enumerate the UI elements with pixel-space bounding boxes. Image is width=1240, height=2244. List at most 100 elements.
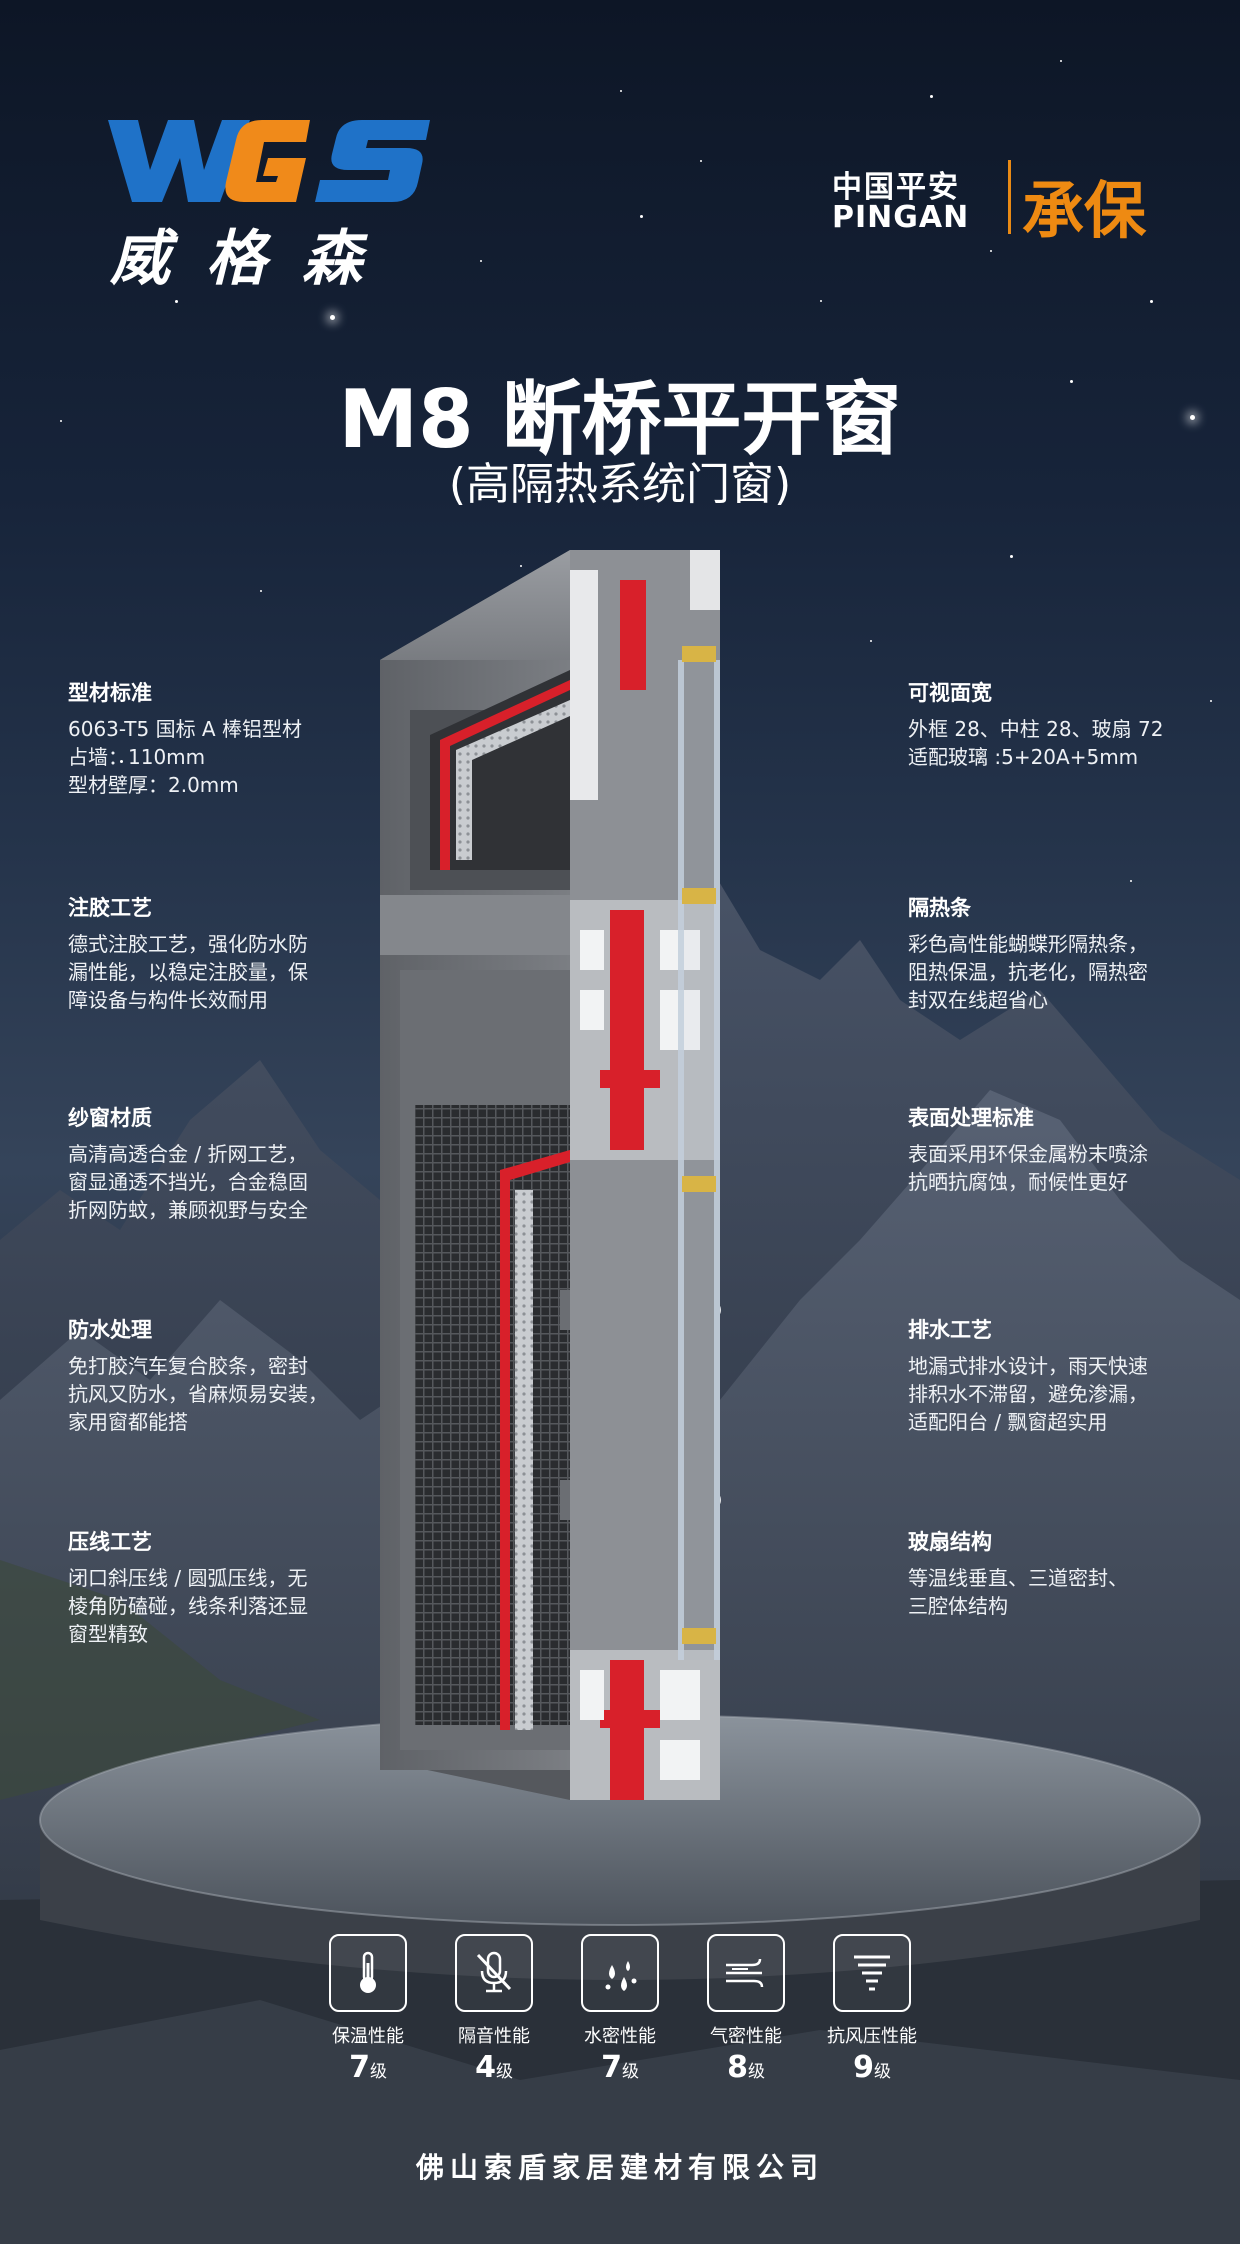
rating-unit: 级 bbox=[621, 2062, 639, 2082]
partner-name-cn: 中国平安 bbox=[832, 170, 960, 205]
rating-watertightness: 水密性能 7级 bbox=[560, 1934, 680, 2085]
feature-line: 表面采用环保金属粉末喷涂 bbox=[908, 1142, 1148, 1166]
star bbox=[760, 420, 762, 422]
feature-glue-injection: 注胶工艺 德式注胶工艺，强化防水防 漏性能，以稳定注胶量，保 障设备与构件长效耐… bbox=[68, 892, 368, 1014]
window-cross-section-illustration bbox=[380, 550, 721, 1800]
feature-heading: 排水工艺 bbox=[908, 1318, 992, 1342]
feature-line: 型材壁厚：2.0mm bbox=[68, 773, 239, 797]
partner-name-en: PINGAN bbox=[832, 200, 970, 235]
feature-heading: 防水处理 bbox=[68, 1318, 152, 1342]
feature-line: 地漏式排水设计，雨天快速 bbox=[908, 1354, 1148, 1378]
star bbox=[330, 315, 335, 320]
star bbox=[1010, 555, 1013, 558]
feature-line: 三腔体结构 bbox=[908, 1594, 1008, 1618]
rating-sound-insulation: 隔音性能 4级 bbox=[434, 1934, 554, 2085]
rating-label: 抗风压性能 bbox=[827, 2026, 917, 2047]
rating-airtightness: 气密性能 8级 bbox=[686, 1934, 806, 2085]
rating-label: 水密性能 bbox=[584, 2026, 656, 2047]
rating-unit: 级 bbox=[873, 2062, 891, 2082]
feature-line: 6063-T5 国标 A 棒铝型材 bbox=[68, 717, 302, 741]
feature-line: 德式注胶工艺，强化防水防 bbox=[68, 932, 308, 956]
star bbox=[1070, 380, 1073, 383]
feature-line: 适配阳台 / 飘窗超实用 bbox=[908, 1410, 1108, 1434]
feature-heading: 隔热条 bbox=[908, 896, 971, 920]
star bbox=[620, 90, 622, 92]
star bbox=[930, 95, 933, 98]
rating-level: 7 bbox=[349, 2050, 370, 2085]
rating-wind-pressure: 抗风压性能 9级 bbox=[812, 1934, 932, 2085]
star bbox=[990, 250, 992, 252]
star bbox=[820, 300, 822, 302]
feature-line: 漏性能，以稳定注胶量，保 bbox=[68, 960, 308, 984]
rating-unit: 级 bbox=[747, 2062, 765, 2082]
rating-level: 9 bbox=[853, 2050, 874, 2085]
star bbox=[1060, 60, 1062, 62]
brand-name-cn: 威格森 bbox=[110, 224, 398, 294]
wgs-brand-logo: 威格森 bbox=[100, 110, 440, 294]
feature-surface-treatment: 表面处理标准 表面采用环保金属粉末喷涂 抗晒抗腐蚀，耐候性更好 bbox=[908, 1102, 1208, 1196]
rating-unit: 级 bbox=[369, 2062, 387, 2082]
rating-level: 4 bbox=[475, 2050, 496, 2085]
partner-tag: 承保 bbox=[1022, 174, 1147, 247]
feature-line: 阻热保温，抗老化，隔热密 bbox=[908, 960, 1148, 984]
feature-line: 排积水不滞留，避免渗漏， bbox=[908, 1382, 1148, 1406]
page-title: M8 断桥平开窗 bbox=[338, 373, 902, 466]
water-drops-icon bbox=[581, 1934, 659, 2012]
feature-profile-standard: 型材标准 6063-T5 国标 A 棒铝型材 占墙：110mm 型材壁厚：2.0… bbox=[68, 677, 368, 799]
company-name: 佛山索盾家居建材有限公司 bbox=[415, 2151, 824, 2184]
feature-heading: 压线工艺 bbox=[68, 1530, 152, 1554]
feature-bead-process: 压线工艺 闭口斜压线 / 圆弧压线，无 棱角防磕碰，线条利落还显 窗型精致 bbox=[68, 1526, 368, 1648]
feature-waterproofing: 防水处理 免打胶汽车复合胶条，密封 抗风又防水，省麻烦易安装， 家用窗都能搭 bbox=[68, 1314, 368, 1436]
mute-microphone-icon bbox=[455, 1934, 533, 2012]
feature-line: 抗风又防水，省麻烦易安装， bbox=[68, 1382, 328, 1406]
tornado-icon bbox=[833, 1934, 911, 2012]
feature-drainage: 排水工艺 地漏式排水设计，雨天快速 排积水不滞留，避免渗漏， 适配阳台 / 飘窗… bbox=[908, 1314, 1208, 1436]
feature-heading: 型材标准 bbox=[68, 681, 152, 705]
feature-line: 等温线垂直、三道密封、 bbox=[908, 1566, 1128, 1590]
star bbox=[1210, 700, 1212, 702]
feature-sash-structure: 玻扇结构 等温线垂直、三道密封、 三腔体结构 bbox=[908, 1526, 1208, 1620]
feature-line: 占墙：110mm bbox=[68, 745, 206, 769]
star bbox=[120, 760, 123, 763]
star bbox=[700, 160, 702, 162]
feature-line: 闭口斜压线 / 圆弧压线，无 bbox=[68, 1566, 308, 1590]
partner-pingan-logo: 中国平安 PINGAN 承保 bbox=[832, 158, 1162, 247]
feature-line: 彩色高性能蝴蝶形隔热条， bbox=[908, 932, 1148, 956]
star bbox=[60, 420, 62, 422]
feature-heading: 表面处理标准 bbox=[908, 1106, 1034, 1130]
star bbox=[175, 300, 178, 303]
star bbox=[260, 590, 262, 592]
feature-line: 障设备与构件长效耐用 bbox=[68, 988, 268, 1012]
rating-label: 气密性能 bbox=[710, 2026, 782, 2047]
feature-thermal-strip: 隔热条 彩色高性能蝴蝶形隔热条， 阻热保温，抗老化，隔热密 封双在线超省心 bbox=[908, 892, 1208, 1014]
feature-visible-width: 可视面宽 外框 28、中柱 28、玻扇 72 适配玻璃 :5+20A+5mm bbox=[908, 677, 1208, 771]
star bbox=[870, 640, 872, 642]
wind-icon bbox=[707, 1934, 785, 2012]
star bbox=[160, 980, 162, 982]
feature-line: 封双在线超省心 bbox=[908, 988, 1048, 1012]
feature-heading: 可视面宽 bbox=[908, 681, 992, 705]
star bbox=[640, 215, 643, 218]
feature-line: 折网防蚊，兼顾视野与安全 bbox=[68, 1198, 308, 1222]
feature-line: 免打胶汽车复合胶条，密封 bbox=[68, 1354, 308, 1378]
feature-heading: 玻扇结构 bbox=[908, 1530, 992, 1554]
star bbox=[1150, 300, 1153, 303]
rating-label: 隔音性能 bbox=[458, 2026, 530, 2047]
star bbox=[520, 565, 522, 567]
feature-screen-material: 纱窗材质 高清高透合金 / 折网工艺， 窗显通透不挡光，合金稳固 折网防蚊，兼顾… bbox=[68, 1102, 368, 1224]
rating-level: 7 bbox=[601, 2050, 622, 2085]
rating-unit: 级 bbox=[495, 2062, 513, 2082]
feature-line: 窗型精致 bbox=[68, 1622, 148, 1646]
feature-line: 棱角防磕碰，线条利落还显 bbox=[68, 1594, 308, 1618]
partner-divider bbox=[1008, 160, 1011, 234]
feature-line: 高清高透合金 / 折网工艺， bbox=[68, 1142, 308, 1166]
star bbox=[1130, 880, 1132, 882]
feature-line: 窗显通透不挡光，合金稳固 bbox=[68, 1170, 308, 1194]
feature-line: 抗晒抗腐蚀，耐候性更好 bbox=[908, 1170, 1128, 1194]
feature-heading: 注胶工艺 bbox=[68, 896, 152, 920]
rating-level: 8 bbox=[727, 2050, 748, 2085]
feature-line: 家用窗都能搭 bbox=[68, 1410, 188, 1434]
feature-line: 外框 28、中柱 28、玻扇 72 bbox=[908, 717, 1164, 741]
page-subtitle: (高隔热系统门窗) bbox=[448, 459, 792, 510]
